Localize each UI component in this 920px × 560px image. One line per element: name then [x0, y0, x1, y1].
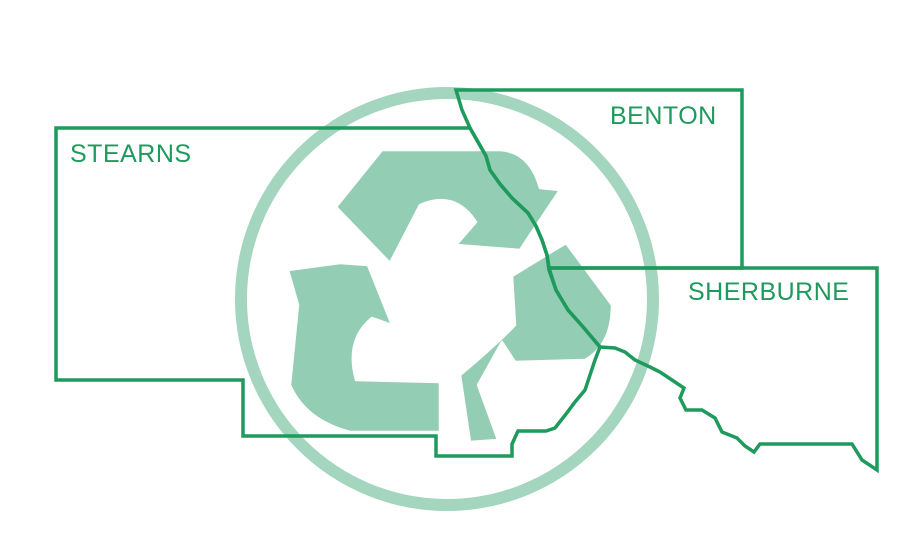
- label-sherburne: SHERBURNE: [688, 278, 849, 306]
- recycle-icon: [286, 148, 614, 444]
- county-boundaries: [54, 88, 879, 474]
- emblem-ring: [235, 87, 659, 511]
- label-benton: BENTON: [610, 102, 717, 130]
- recycle-emblem: [235, 87, 659, 511]
- recycle-arrow-bottom-left: [286, 261, 442, 434]
- recycle-arrow-top: [334, 148, 562, 265]
- county-labels: STEARNS BENTON SHERBURNE: [70, 102, 849, 306]
- sherburne-boundary: [546, 266, 879, 474]
- recycle-arrow-right: [458, 241, 614, 444]
- label-stearns: STEARNS: [70, 140, 192, 168]
